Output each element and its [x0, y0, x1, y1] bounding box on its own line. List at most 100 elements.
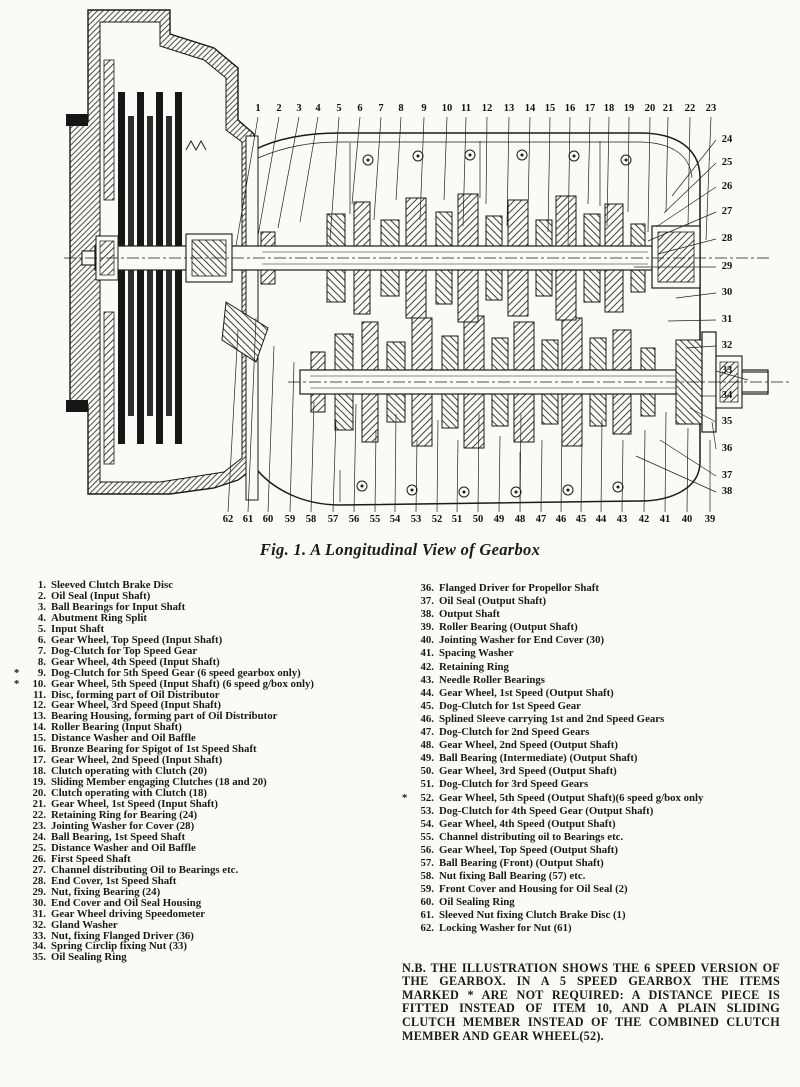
part-item: 5.Input Shaft — [14, 623, 398, 635]
part-number: 44. — [420, 686, 435, 699]
part-label: Nut, fixing Flanged Driver (36) — [51, 929, 194, 942]
part-item: 47.Dog-Clutch for 2nd Speed Gears — [402, 726, 788, 739]
callout-number: 35 — [721, 416, 733, 427]
callout-number: 18 — [603, 103, 615, 114]
asterisk-marker — [14, 744, 23, 755]
part-label: Oil Sealing Ring — [439, 896, 515, 909]
part-label: Gear Wheel, 1st Speed (Input Shaft) — [51, 798, 218, 811]
callout-number: 41 — [659, 514, 671, 525]
part-label: Dog-Clutch for 5th Speed Gear (6 speed g… — [51, 666, 301, 679]
part-label: Oil Seal (Output Shaft) — [439, 595, 547, 608]
part-item: 24.Ball Bearing, 1st Speed Shaft — [14, 830, 398, 843]
callout-number: 31 — [721, 314, 733, 325]
asterisk-marker — [14, 755, 23, 766]
asterisk-marker — [402, 700, 411, 713]
part-number: 42. — [420, 660, 435, 673]
asterisk-marker — [402, 739, 411, 752]
part-label: Gear Wheel, 5th Speed (Input Shaft) (6 s… — [51, 677, 314, 690]
flywheel-ring — [103, 59, 115, 201]
callout-number: 29 — [721, 261, 733, 272]
callout-number: 54 — [389, 514, 401, 525]
part-label: Ball Bearing, 1st Speed Shaft — [51, 830, 186, 843]
part-number: 37. — [420, 595, 435, 608]
part-item: 43.Needle Roller Bearings — [402, 674, 788, 687]
asterisk-marker — [402, 647, 411, 660]
part-number: 49. — [420, 752, 435, 765]
callout-number: 25 — [721, 157, 733, 168]
part-item: 15.Distance Washer and Oil Baffle — [14, 733, 398, 744]
asterisk-marker — [14, 865, 23, 876]
part-item: 42.Retaining Ring — [402, 661, 788, 674]
part-number: 55. — [420, 830, 435, 843]
part-label: Gear Wheel, 2nd Speed (Input Shaft) — [51, 754, 223, 767]
clutch-spring — [185, 139, 207, 152]
asterisk-marker — [14, 635, 23, 646]
part-label: Channel distributing Oil to Bearings etc… — [51, 863, 239, 876]
callout-number: 38 — [721, 486, 733, 497]
part-label: Gear Wheel driving Speedometer — [51, 907, 206, 920]
part-item: 20.Clutch operating with Clutch (18) — [14, 788, 398, 799]
asterisk-marker — [14, 591, 23, 602]
part-number: 54. — [420, 817, 435, 830]
callout-number: 22 — [684, 103, 696, 114]
part-item: 16.Bronze Bearing for Spigot of 1st Spee… — [14, 744, 398, 755]
part-item: 23.Jointing Washer for Cover (28) — [14, 821, 398, 832]
part-item: 44.Gear Wheel, 1st Speed (Output Shaft) — [402, 687, 788, 700]
asterisk-marker — [14, 832, 23, 843]
part-label: Flanged Driver for Propellor Shaft — [439, 582, 599, 594]
part-label: Jointing Washer for Cover (28) — [51, 819, 195, 832]
asterisk-marker — [402, 818, 411, 831]
part-number: 2. — [37, 589, 46, 602]
part-label: Channel distributing oil to Bearings etc… — [439, 830, 624, 843]
part-number: 41. — [420, 647, 435, 660]
part-label: Bearing Housing, forming part of Oil Dis… — [51, 710, 278, 723]
part-number: 56. — [420, 843, 435, 856]
callout-number: 4 — [315, 103, 321, 114]
callout-number: 7 — [378, 103, 384, 114]
asterisk-marker — [402, 595, 411, 608]
callout-number: 28 — [721, 233, 733, 244]
callout-number: 47 — [535, 514, 547, 525]
asterisk-marker — [14, 788, 23, 799]
part-item: 2.Oil Seal (Input Shaft) — [14, 591, 398, 602]
asterisk-marker — [14, 876, 23, 887]
part-number: 1. — [37, 579, 46, 591]
callout-number: 42 — [638, 514, 650, 525]
part-item: 30.End Cover and Oil Seal Housing — [14, 897, 398, 909]
part-number: 36. — [420, 582, 435, 594]
part-number: 12. — [32, 699, 47, 712]
part-number: 51. — [420, 778, 435, 791]
part-item: 45.Dog-Clutch for 1st Speed Gear — [402, 700, 788, 713]
asterisk-marker — [14, 657, 23, 668]
part-item: 6.Gear Wheel, Top Speed (Input Shaft) — [14, 634, 398, 646]
asterisk-marker — [14, 931, 23, 942]
callout-number: 39 — [704, 514, 716, 525]
asterisk-marker — [402, 608, 411, 621]
callout-number: 32 — [721, 340, 733, 351]
callout-number: 19 — [623, 103, 635, 114]
part-item: 1.Sleeved Clutch Brake Disc — [14, 580, 398, 591]
part-number: 22. — [32, 809, 47, 822]
part-item: 17.Gear Wheel, 2nd Speed (Input Shaft) — [14, 755, 398, 766]
part-number: 35. — [32, 951, 47, 964]
callout-leader-lines — [227, 116, 749, 513]
part-number: 61. — [420, 909, 435, 922]
part-number: 16. — [32, 743, 47, 756]
asterisk-marker — [14, 690, 23, 701]
part-label: Dog-Clutch for 4th Speed Gear (Output Sh… — [439, 804, 654, 817]
part-label: Dog-Clutch for Top Speed Gear — [51, 644, 198, 657]
callout-number: 9 — [421, 103, 427, 114]
part-item: 41.Spacing Washer — [402, 647, 788, 660]
part-label: Ball Bearing (Intermediate) (Output Shaf… — [439, 752, 638, 765]
part-item: 58.Nut fixing Ball Bearing (57) etc. — [402, 870, 788, 883]
part-item: 4.Abutment Ring Split — [14, 611, 398, 624]
part-item: *10.Gear Wheel, 5th Speed (Input Shaft) … — [14, 677, 398, 690]
part-number: 4. — [37, 611, 46, 624]
asterisk-marker — [402, 909, 411, 922]
callout-number: 58 — [305, 514, 317, 525]
asterisk-marker — [14, 887, 23, 898]
callout-number: 23 — [705, 103, 717, 114]
part-number: 43. — [420, 673, 435, 686]
